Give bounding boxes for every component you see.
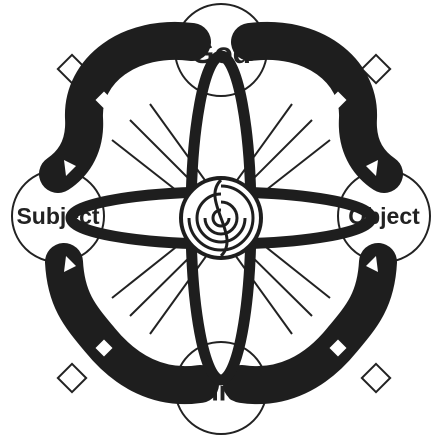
diamond-bottom-right: [362, 364, 390, 392]
arm-bottom-left: [64, 262, 200, 385]
arm-bottom-right: [242, 262, 378, 385]
arm-top-right: [250, 41, 384, 174]
center-emblem: [181, 178, 261, 258]
diamond-bottom-left: [58, 364, 86, 392]
